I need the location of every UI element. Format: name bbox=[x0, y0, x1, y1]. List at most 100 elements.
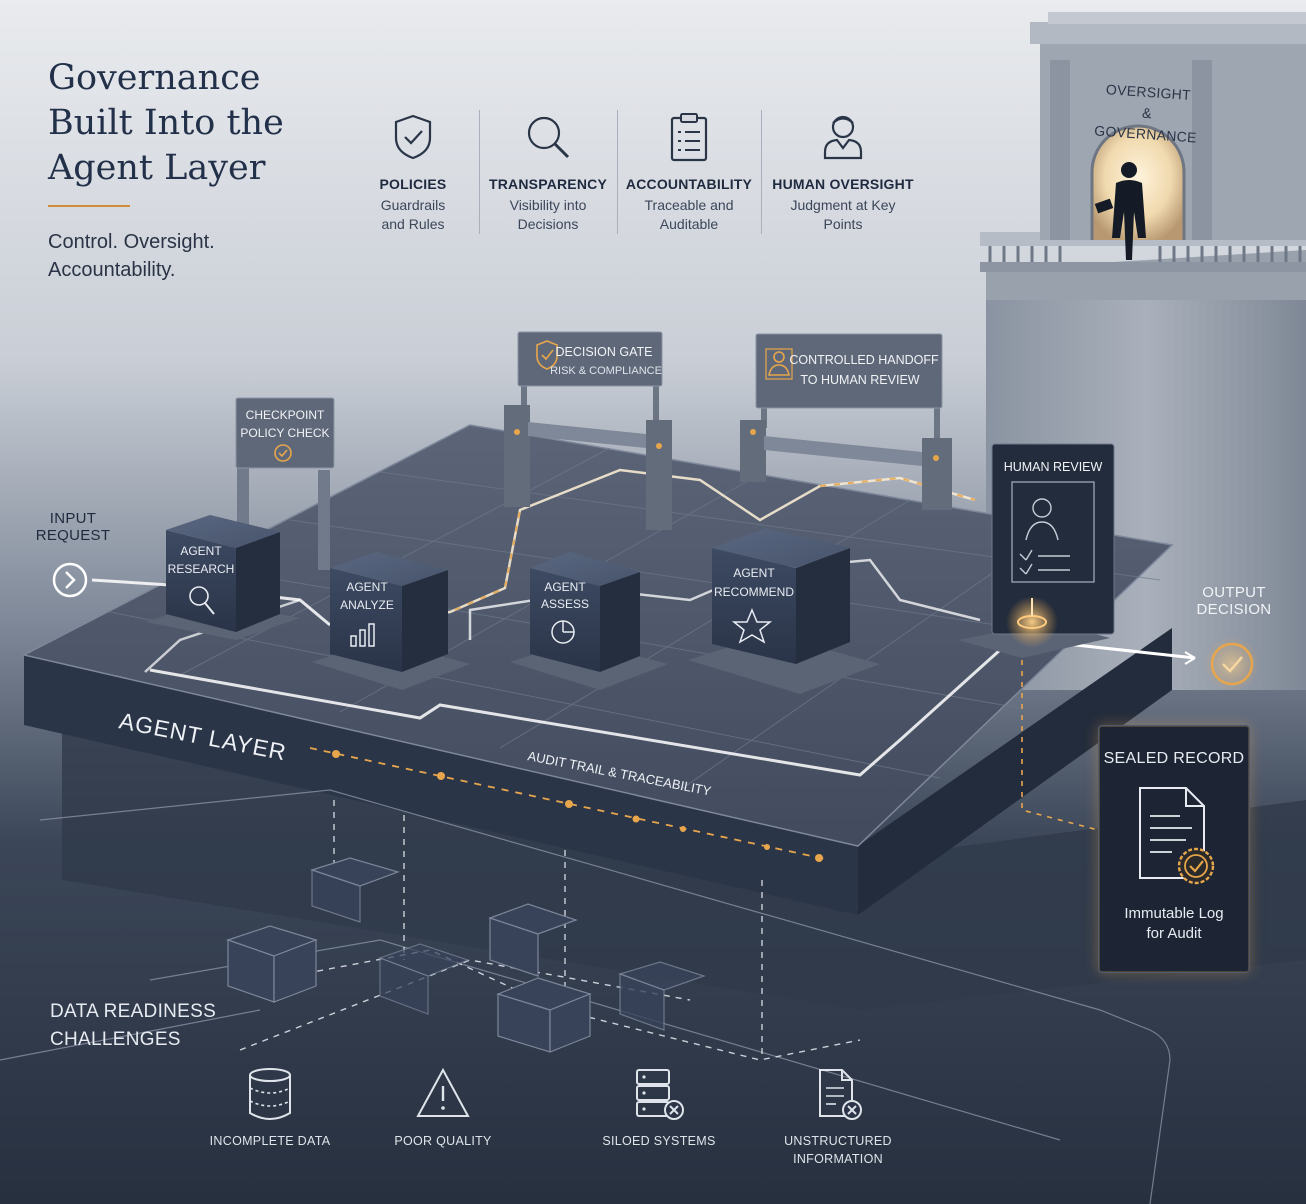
data-readiness-line-1: DATA READINESS bbox=[50, 1001, 217, 1022]
seal-badge-icon bbox=[1177, 847, 1215, 885]
pie-chart-icon bbox=[551, 620, 575, 644]
pillar-desc-line-1: Visibility into bbox=[509, 197, 587, 213]
agent-analyze-line-1: AGENT bbox=[346, 580, 388, 594]
pillar-policies: POLICIES Guardrails and Rules bbox=[353, 112, 473, 234]
pillar-desc-line-2: Auditable bbox=[659, 216, 719, 232]
overseer-silhouette bbox=[1094, 162, 1146, 260]
bar-chart-icon bbox=[350, 623, 375, 647]
check-circle-icon bbox=[274, 444, 292, 462]
title-divider bbox=[48, 205, 130, 207]
challenge-incomplete-data: INCOMPLETE DATA bbox=[200, 1066, 340, 1150]
agent-research-line-2: RESEARCH bbox=[168, 562, 235, 576]
sealed-sub-line-2: for Audit bbox=[1146, 925, 1202, 942]
title-line-3: Agent Layer bbox=[48, 148, 266, 188]
pillar-human-oversight: HUMAN OVERSIGHT Judgment at Key Points bbox=[768, 112, 918, 234]
output-decision-label: OUTPUT DECISION bbox=[1186, 584, 1282, 618]
person-icon bbox=[765, 348, 793, 380]
subtitle-line-1: Control. Oversight. bbox=[48, 231, 215, 253]
clipboard-list-icon bbox=[670, 113, 708, 162]
agent-recommend-line-2: RECOMMEND bbox=[714, 585, 794, 599]
star-icon bbox=[731, 608, 773, 644]
magnifier-icon bbox=[189, 586, 215, 615]
pillar-title: POLICIES bbox=[379, 176, 447, 192]
handoff-line-1: CONTROLLED HANDOFF bbox=[789, 353, 939, 367]
sealed-record-title: SEALED RECORD bbox=[1103, 750, 1245, 767]
agent-research-line-1: AGENT bbox=[180, 544, 222, 558]
input-line-1: INPUT bbox=[49, 510, 97, 527]
agent-assess-line-1: AGENT bbox=[544, 580, 586, 594]
output-check-icon bbox=[1204, 636, 1260, 692]
warning-icon bbox=[416, 1067, 470, 1117]
server-x-icon bbox=[636, 1069, 684, 1120]
pillar-desc-line-1: Judgment at Key bbox=[790, 197, 896, 213]
challenge-unstructured-information: UNSTRUCTURED INFORMATION bbox=[774, 1066, 902, 1168]
checkpoint-line-2: POLICY CHECK bbox=[240, 426, 329, 440]
checkpoint-line-1: CHECKPOINT bbox=[246, 408, 325, 422]
agent-layer-platform bbox=[21, 424, 1306, 1010]
page-subtitle: Control. Oversight. Accountability. bbox=[48, 228, 308, 284]
pillar-divider bbox=[617, 110, 618, 234]
pillar-title: TRANSPARENCY bbox=[488, 176, 608, 192]
data-layer-floor bbox=[0, 789, 1171, 1204]
title-line-2: Built Into the bbox=[48, 103, 284, 143]
reviewer-icon bbox=[1019, 498, 1070, 575]
challenge-label: INCOMPLETE DATA bbox=[209, 1134, 331, 1148]
pillar-desc-line-2: and Rules bbox=[381, 216, 445, 232]
sealed-record-card: SEALED RECORD Immutable Log for Audit bbox=[1098, 725, 1250, 973]
agent-analyze-line-2: ANALYZE bbox=[340, 598, 394, 612]
challenge-poor-quality: POOR QUALITY bbox=[380, 1066, 506, 1150]
pillar-title: ACCOUNTABILITY bbox=[625, 176, 753, 192]
human-review-label: HUMAN REVIEW bbox=[1004, 460, 1103, 474]
subtitle-line-2: Accountability. bbox=[48, 259, 176, 281]
agent-cube-assess: AGENT ASSESS bbox=[510, 552, 668, 690]
input-arrow-icon bbox=[52, 562, 88, 598]
handoff-line-2: TO HUMAN REVIEW bbox=[800, 373, 919, 387]
agent-recommend-line-1: AGENT bbox=[733, 566, 775, 580]
input-request-label: INPUT REQUEST bbox=[30, 510, 116, 544]
page-title: Governance Built Into the Agent Layer bbox=[48, 56, 348, 191]
decision-gate: DECISION GATE RISK & COMPLIANCE bbox=[504, 331, 672, 530]
decision-gate-line-1: DECISION GATE bbox=[555, 345, 652, 359]
data-readiness-title: DATA READINESS CHALLENGES bbox=[50, 998, 270, 1054]
pillar-accountability: ACCOUNTABILITY Traceable and Auditable bbox=[624, 112, 754, 234]
challenge-label: SILOED SYSTEMS bbox=[602, 1134, 716, 1148]
pillar-transparency: TRANSPARENCY Visibility into Decisions bbox=[486, 112, 610, 234]
pillar-title: HUMAN OVERSIGHT bbox=[772, 176, 914, 192]
title-line-1: Governance bbox=[48, 58, 261, 98]
agent-cube-analyze: AGENT ANALYZE bbox=[312, 552, 470, 690]
shield-check-icon bbox=[536, 340, 558, 370]
document-x-icon bbox=[819, 1069, 862, 1120]
agent-cube-recommend: AGENT RECOMMEND bbox=[688, 528, 880, 694]
pillar-desc-line-1: Traceable and bbox=[644, 197, 734, 213]
pillar-divider bbox=[761, 110, 762, 234]
database-icon bbox=[249, 1068, 291, 1120]
agent-cube-research: AGENT RESEARCH bbox=[146, 515, 300, 640]
handoff-gate: CONTROLLED HANDOFF TO HUMAN REVIEW bbox=[740, 333, 952, 510]
tower-label-line-2: & GOVERNANCE bbox=[1093, 104, 1198, 146]
shield-check-icon bbox=[394, 114, 432, 160]
magnifier-icon bbox=[527, 116, 570, 159]
output-line-1: OUTPUT bbox=[1202, 584, 1266, 601]
broken-data-cubes bbox=[226, 857, 706, 1053]
sealed-record-connector bbox=[1021, 660, 1099, 831]
challenge-label-line-2: INFORMATION bbox=[793, 1152, 883, 1166]
challenge-label-line-1: UNSTRUCTURED bbox=[784, 1134, 892, 1148]
sealed-sub-line-1: Immutable Log bbox=[1124, 905, 1224, 922]
pillar-desc-line-1: Guardrails bbox=[380, 197, 446, 213]
pillar-desc-line-2: Points bbox=[823, 216, 863, 232]
input-line-2: REQUEST bbox=[35, 527, 111, 544]
data-readiness-line-2: CHALLENGES bbox=[50, 1029, 181, 1050]
challenge-siloed-systems: SILOED SYSTEMS bbox=[594, 1066, 724, 1150]
sealed-document-icon bbox=[1139, 787, 1215, 885]
checkpoint-gate: CHECKPOINT POLICY CHECK bbox=[235, 397, 335, 570]
human-review-panel: HUMAN REVIEW bbox=[958, 443, 1115, 658]
challenge-label: POOR QUALITY bbox=[394, 1134, 492, 1148]
pillar-desc-line-2: Decisions bbox=[517, 216, 579, 232]
decision-gate-line-2: RISK & COMPLIANCE bbox=[550, 365, 662, 377]
output-line-2: DECISION bbox=[1196, 601, 1272, 618]
pillar-divider bbox=[479, 110, 480, 234]
agent-assess-line-2: ASSESS bbox=[541, 597, 589, 611]
tower-label: OVERSIGHT & GOVERNANCE bbox=[1090, 78, 1204, 149]
person-icon bbox=[823, 115, 863, 160]
